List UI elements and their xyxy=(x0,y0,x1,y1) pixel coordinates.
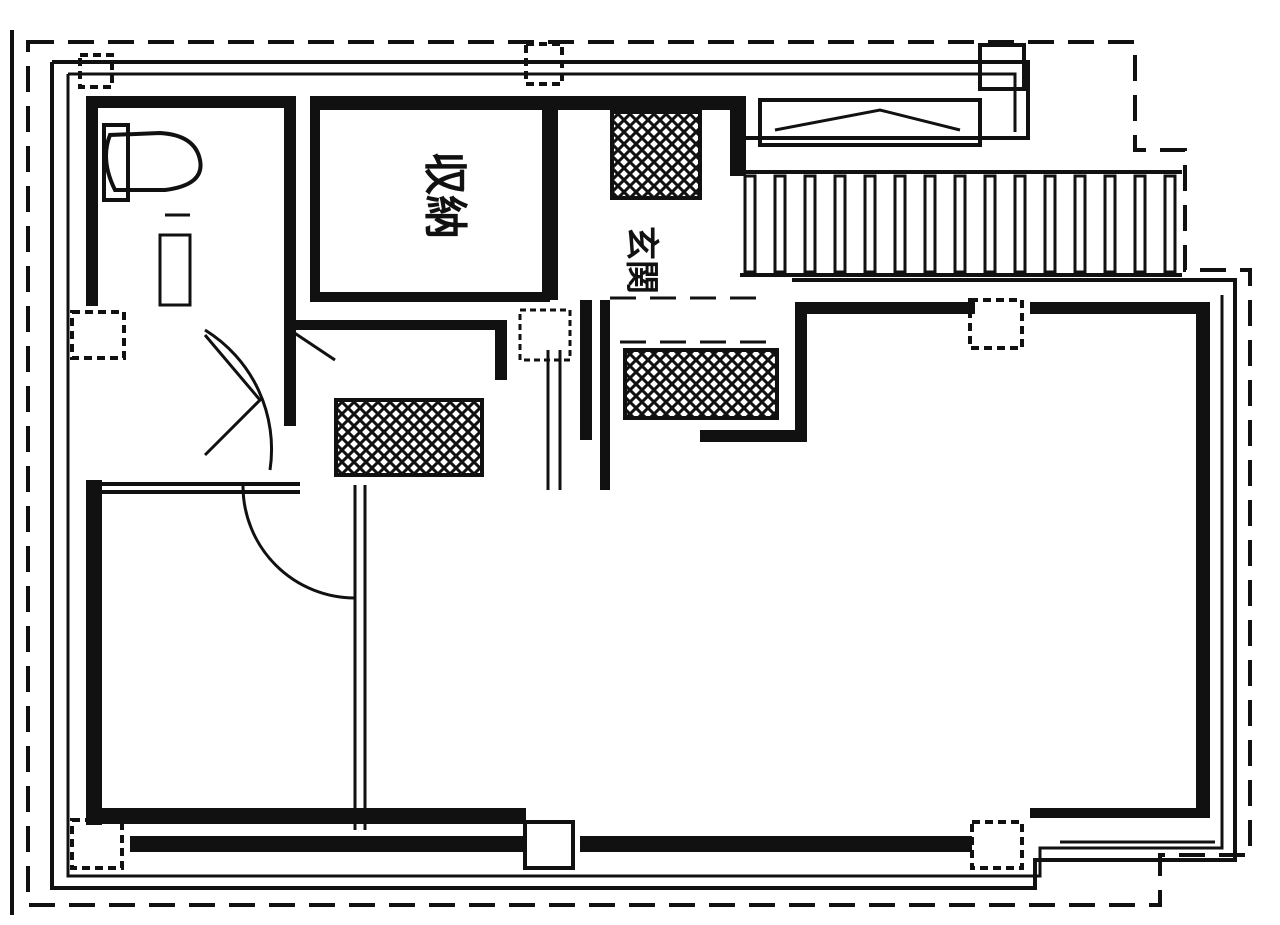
stair-tread xyxy=(773,174,787,274)
interior-walls xyxy=(86,96,1215,852)
column-left-mid xyxy=(70,310,126,360)
entrance-room-label: 玄関 xyxy=(621,226,661,294)
stair-tread xyxy=(1073,174,1087,274)
door-swings xyxy=(203,328,356,600)
stair-tread xyxy=(803,174,817,274)
toilet-fixture xyxy=(102,123,203,307)
hatch-kitchen-bottom xyxy=(623,348,779,420)
column-bottom-mid xyxy=(523,820,575,870)
column-right-upper xyxy=(968,298,1024,350)
stair-tread xyxy=(743,174,757,274)
stair-tread xyxy=(923,174,937,274)
storage-room-label: 収納 xyxy=(419,151,470,239)
kitchen-details xyxy=(518,296,780,362)
column-bottom-right xyxy=(970,820,1024,870)
upper-window xyxy=(758,98,982,147)
stair-tread xyxy=(863,174,877,274)
stair-tread xyxy=(1133,174,1147,274)
stair-tread xyxy=(983,174,997,274)
stair-tread xyxy=(953,174,967,274)
staircase xyxy=(740,98,1182,277)
stair-tread xyxy=(833,174,847,274)
column-bottom-left xyxy=(70,818,124,870)
outer-wall xyxy=(50,60,1237,890)
hatch-kitchen-top xyxy=(610,110,702,200)
property-boundary xyxy=(10,30,1252,915)
hatched-areas xyxy=(334,110,779,477)
stair-tread xyxy=(893,174,907,274)
stair-tread xyxy=(1013,174,1027,274)
hatch-closet xyxy=(334,398,484,477)
column-top-left xyxy=(78,53,114,89)
stair-tread xyxy=(1043,174,1057,274)
column-top-mid xyxy=(524,42,564,86)
column-top-right xyxy=(978,43,1026,91)
stair-tread xyxy=(1163,174,1177,274)
stair-tread xyxy=(1103,174,1117,274)
